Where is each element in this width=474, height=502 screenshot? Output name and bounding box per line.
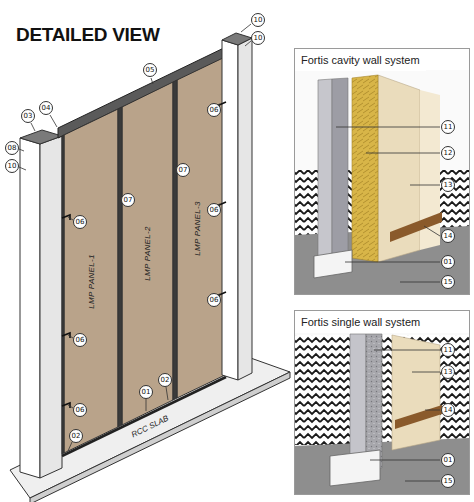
callout-number: 11: [441, 343, 455, 357]
leader-lines: [245, 41, 251, 46]
single-wall-photo: [295, 333, 469, 494]
callout-number: 10: [251, 31, 265, 45]
lmp-panels: [173, 80, 177, 400]
callout-number: 05: [143, 63, 157, 77]
callout-number: 06: [73, 333, 87, 347]
callout-number: 10: [251, 13, 265, 27]
callout-number: 06: [73, 403, 87, 417]
callout-number: 07: [176, 163, 190, 177]
leader-lines: [400, 282, 440, 283]
leader-lines: [50, 115, 57, 127]
callout-number: 13: [441, 365, 455, 379]
callout-number: 06: [207, 203, 221, 217]
callout-number: 02: [69, 429, 83, 443]
panel-label: LMP PANEL-3: [193, 201, 202, 255]
leader-lines: [370, 350, 440, 481]
callout-number: 01: [441, 453, 455, 467]
callout-number: 01: [139, 385, 153, 399]
callout-number: 03: [21, 109, 35, 123]
right-pillar: [222, 33, 252, 380]
leader-lines: [68, 442, 72, 451]
leader-lines: [151, 78, 153, 84]
right-pillar: [238, 38, 252, 380]
leader-lines: [425, 410, 440, 411]
single-wall-photo: [366, 334, 382, 470]
leader-lines: [166, 387, 168, 400]
cavity-wall-photo: [295, 70, 469, 294]
panel-node: LMP PANEL-3: [191, 198, 204, 258]
callout-number: 07: [121, 193, 135, 207]
left-pillar: [20, 130, 62, 478]
single-wall-photo: [350, 334, 366, 470]
leader-lines: [374, 350, 440, 351]
callout-number: 06: [73, 215, 87, 229]
lmp-panels: [122, 82, 173, 425]
callout-number: 06: [207, 103, 221, 117]
panel-clips: [62, 102, 226, 408]
left-pillar: [40, 136, 62, 478]
leader-lines: [19, 149, 24, 151]
callout-number: 06: [207, 293, 221, 307]
cavity-wall-photo: [314, 250, 352, 278]
panel-node: LMP PANEL-1: [85, 251, 98, 311]
callout-number: 14: [441, 403, 455, 417]
leader-lines: [424, 226, 440, 236]
leader-lines: [345, 262, 440, 263]
callout-number: 13: [441, 178, 455, 192]
cavity-wall-photo: [352, 75, 378, 262]
cavity-wall-photo: [318, 79, 332, 263]
leader-lines: [370, 460, 440, 461]
callout-number: 12: [441, 146, 455, 160]
callout-number: 02: [158, 373, 172, 387]
callout-number: 11: [441, 120, 455, 134]
callout-number: 04: [39, 101, 53, 115]
single-wall-photo: [392, 335, 440, 450]
cavity-wall-photo: [390, 212, 442, 242]
leader-lines: [366, 153, 440, 154]
bottom-track: [62, 377, 226, 456]
single-wall-photo: [295, 333, 469, 494]
leader-lines: [19, 167, 26, 170]
left-pillar: [20, 130, 62, 144]
box-heading: Fortis cavity wall system: [295, 49, 426, 71]
callout-number: 10: [5, 159, 19, 173]
lmp-panels: [62, 57, 225, 454]
leader-lines: [19, 24, 251, 451]
panel-node: LMP PANEL-2: [141, 223, 154, 283]
single-wall-photo: [395, 405, 442, 429]
single-wall-photo: [330, 450, 380, 486]
leader-lines: [336, 127, 440, 282]
leader-lines: [146, 399, 147, 411]
leader-lines: [405, 481, 440, 482]
callout-number: 14: [441, 229, 455, 243]
box-heading: Fortis single wall system: [295, 311, 426, 333]
diagram-title: DETAILED VIEW: [16, 24, 160, 46]
leader-lines: [412, 372, 440, 373]
leader-lines: [410, 185, 440, 186]
callout-number: 15: [441, 474, 455, 488]
panel-label: LMP PANEL-2: [143, 226, 152, 280]
left-pillar: [20, 138, 40, 478]
panel-label: LMP PANEL-1: [87, 254, 96, 308]
callout-number: 15: [441, 275, 455, 289]
system-box: Fortis single wall system: [294, 310, 470, 495]
right-pillar: [222, 33, 252, 45]
leader-lines: [336, 127, 440, 128]
lmp-panels: [118, 107, 122, 427]
right-pillar: [222, 40, 238, 380]
cavity-wall-photo: [295, 70, 469, 294]
leader-lines: [31, 123, 35, 131]
lmp-panels: [177, 57, 225, 398]
lmp-panels: [64, 109, 118, 453]
leader-lines: [241, 24, 251, 32]
callout-number: 08: [5, 141, 19, 155]
callout-number: 01: [441, 255, 455, 269]
cavity-wall-photo: [332, 78, 348, 262]
